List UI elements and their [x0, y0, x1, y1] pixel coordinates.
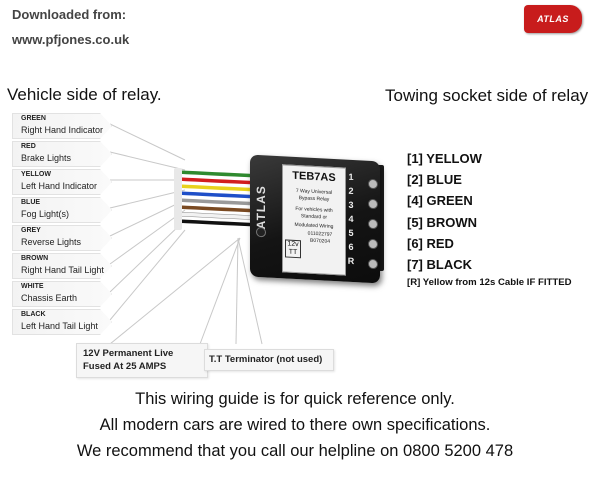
relay-brand: ATLAS — [254, 184, 268, 230]
wire-function: Right Hand Tail Light — [21, 265, 104, 275]
helpline-text: We recommend that you call our helpline … — [76, 442, 514, 460]
socket-pin-2: [2] BLUE — [407, 172, 462, 188]
socket-pin-1: [1] YELLOW — [407, 151, 482, 166]
live-line-1: 12V Permanent Live — [83, 348, 174, 359]
socket-pin-list: [1] YELLOW [2] BLUE [4] GREEN [5] BROWN … — [407, 148, 572, 288]
wire-label-grey: GREY Reverse Lights — [12, 225, 112, 251]
terminal-4: 4 — [348, 213, 354, 225]
terminal-screw — [368, 238, 378, 250]
terminal-screw — [368, 178, 378, 190]
wire-function: Left Hand Indicator — [21, 181, 98, 191]
wire-color-name: BLUE — [21, 199, 41, 206]
wire-color-name: BLACK — [21, 311, 46, 318]
wire-label-green: GREEN Right Hand Indicator — [12, 113, 112, 139]
socket-pin-r-note: [R] Yellow from 12s Cable IF FITTED — [407, 277, 572, 289]
terminal-screw — [368, 218, 378, 230]
socket-pin-5: [5] BROWN — [407, 214, 478, 230]
socket-pin-7: [7] BLACK — [407, 256, 472, 272]
wire-label-brown: BROWN Right Hand Tail Light — [12, 253, 112, 279]
wire-label-yellow: YELLOW Left Hand Indicator — [12, 169, 112, 195]
terminal-5: 5 — [348, 227, 354, 239]
wire-color-name: WHITE — [21, 283, 44, 290]
terminal-6: 6 — [348, 241, 354, 253]
wire-function: Chassis Earth — [21, 293, 78, 303]
wire-label-white: WHITE Chassis Earth — [12, 281, 112, 307]
bypass-relay: ATLAS TEB7AS 7 Way Universal Bypass Rela… — [250, 154, 380, 284]
tt-terminator-callout: T.T Terminator (not used) — [204, 349, 334, 371]
socket-pin-4: [4] GREEN — [407, 193, 473, 209]
relay-12v-tt-label: 12v TT — [285, 239, 301, 259]
vehicle-wire-bundle — [174, 168, 264, 230]
terminal-screw — [368, 198, 378, 210]
terminal-2: 2 — [348, 185, 354, 197]
wire-color-name: GREY — [21, 227, 41, 234]
wire-end-caps — [174, 168, 182, 230]
atlas-logo: ATLAS — [524, 5, 582, 33]
wire-function: Fog Light(s) — [21, 209, 70, 219]
wire-function: Left Hand Tail Light — [21, 321, 98, 331]
socket-side-heading: Towing socket side of relay — [385, 86, 589, 105]
tt-socket — [256, 226, 266, 238]
terminal-3: 3 — [348, 199, 354, 211]
socket-pin-6: [6] RED — [407, 235, 454, 251]
downloaded-from-text: Downloaded from: — [12, 7, 127, 22]
wire-color-name: YELLOW — [21, 171, 51, 178]
relay-terminal-numbers: 1 2 3 4 5 6 — [345, 170, 357, 255]
wire-color-name: BROWN — [21, 255, 49, 262]
permanent-live-callout: 12V Permanent Live Fused At 25 AMPS — [76, 343, 208, 378]
terminal-1: 1 — [348, 171, 354, 183]
relay-model: TEB7AS — [292, 169, 336, 185]
wire-function: Right Hand Indicator — [21, 125, 104, 135]
terminal-screw — [368, 258, 378, 270]
footer-disclaimer-1: This wiring guide is for quick reference… — [135, 390, 455, 408]
wire-label-black: BLACK Left Hand Tail Light — [12, 309, 112, 335]
relay-label-plate: TEB7AS 7 Way Universal Bypass Relay For … — [282, 164, 346, 276]
label-tt: TT — [288, 248, 298, 257]
wire-color-name: RED — [21, 143, 36, 150]
wire-function: Reverse Lights — [21, 237, 82, 247]
vehicle-side-heading: Vehicle side of relay. — [7, 85, 162, 104]
wire-color-name: GREEN — [21, 115, 46, 122]
wire-label-blue: BLUE Fog Light(s) — [12, 197, 112, 223]
wire-label-red: RED Brake Lights — [12, 141, 112, 167]
website-link[interactable]: www.pfjones.co.uk — [12, 32, 130, 47]
leader-lines — [109, 123, 263, 345]
live-line-2: Fused At 25 AMPS — [83, 361, 167, 372]
wire-function: Brake Lights — [21, 153, 72, 163]
terminal-r: R — [347, 255, 355, 267]
footer-disclaimer-2: All modern cars are wired to there own s… — [99, 416, 491, 434]
